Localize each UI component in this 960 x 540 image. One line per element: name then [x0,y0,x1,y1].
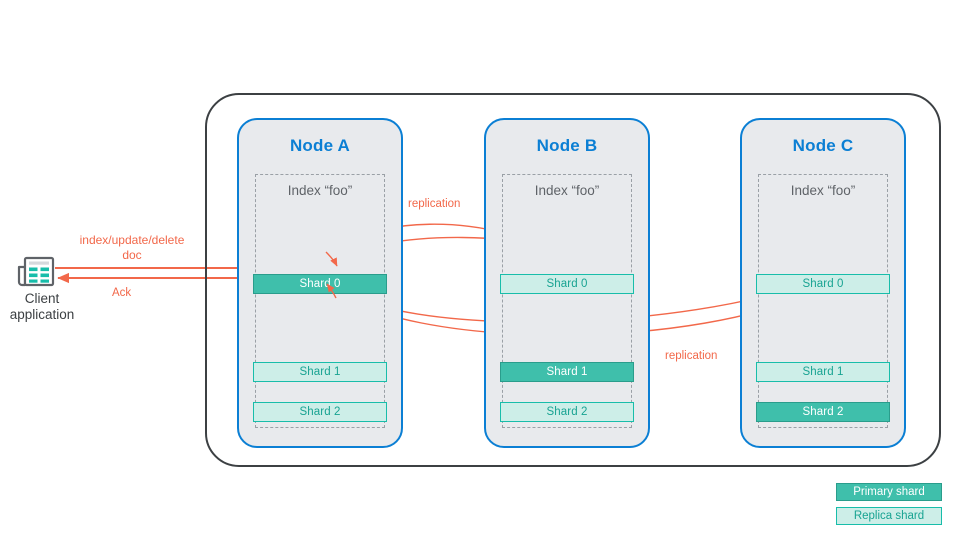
node-a-shard-0[interactable]: Shard 0 [253,274,387,294]
node-c-index-label: Index “foo” [790,183,856,198]
node-a[interactable]: Node A Index “foo” Shard 0 Shard 1 Shard… [237,118,403,448]
document-table-icon [17,256,55,287]
node-c-index: Index “foo” [758,174,888,428]
node-a-shard-2[interactable]: Shard 2 [253,402,387,422]
node-a-index-label: Index “foo” [287,183,353,198]
legend-primary-shard: Primary shard [836,483,942,501]
legend: Primary shard Replica shard [836,483,942,531]
label-replication-top: replication [408,198,461,210]
node-a-index: Index “foo” [255,174,385,428]
node-b-shard-1[interactable]: Shard 1 [500,362,634,382]
node-c-shard-1[interactable]: Shard 1 [756,362,890,382]
node-c-shard-0[interactable]: Shard 0 [756,274,890,294]
node-c[interactable]: Node C Index “foo” Shard 0 Shard 1 Shard… [740,118,906,448]
node-a-title: Node A [289,136,351,155]
node-b-shard-0[interactable]: Shard 0 [500,274,634,294]
client-label-line1: Client [24,291,60,306]
node-b[interactable]: Node B Index “foo” Shard 0 Shard 1 Shard… [484,118,650,448]
node-b-index: Index “foo” [502,174,632,428]
label-request-line1: index/update/delete [79,233,185,247]
node-b-title: Node B [536,136,598,155]
label-ack: Ack [112,287,132,299]
label-replication-bottom: replication [665,350,718,362]
node-c-title: Node C [792,136,854,155]
label-request-line2: doc [122,248,142,262]
node-b-index-label: Index “foo” [534,183,600,198]
cluster-boundary [205,93,941,467]
client-label-line2: application [9,307,75,322]
node-c-shard-2[interactable]: Shard 2 [756,402,890,422]
node-b-shard-2[interactable]: Shard 2 [500,402,634,422]
legend-replica-shard: Replica shard [836,507,942,525]
label-index-update-delete: index/update/delete doc [70,233,194,263]
client-label: Client application [0,291,84,323]
node-a-shard-1[interactable]: Shard 1 [253,362,387,382]
